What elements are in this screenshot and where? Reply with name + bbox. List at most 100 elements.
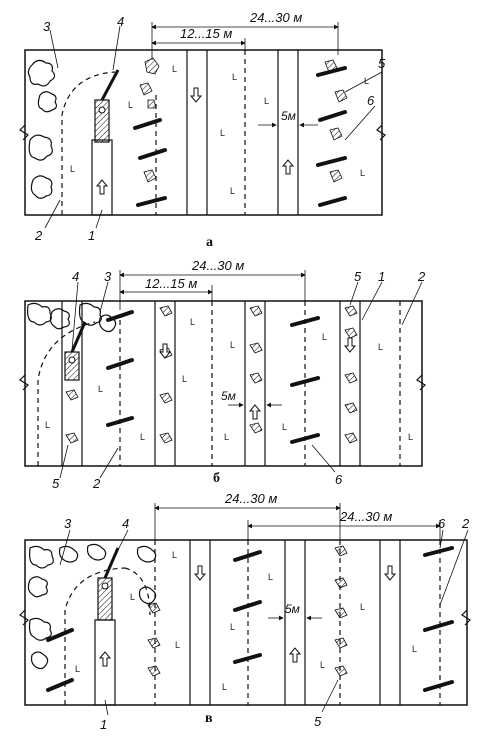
conveyor-drift xyxy=(91,139,113,216)
panel-a-caption: а xyxy=(206,235,213,250)
svg-text:L: L xyxy=(360,602,365,612)
svg-text:4: 4 xyxy=(122,516,129,531)
dim-label: 12...15 м xyxy=(145,276,197,291)
collapsed-rock xyxy=(27,59,58,199)
svg-text:L: L xyxy=(172,64,177,74)
flow-down-arrow-icon xyxy=(189,87,203,103)
dimensions: 24...30 м 12...15 м 5м xyxy=(151,10,339,128)
svg-text:6: 6 xyxy=(367,93,375,108)
dim-label: 24...30 м xyxy=(249,10,302,25)
svg-text:L: L xyxy=(320,660,325,670)
svg-text:L: L xyxy=(230,340,235,350)
svg-text:3: 3 xyxy=(43,19,51,34)
dim-label: 5м xyxy=(281,109,296,123)
break-mark xyxy=(376,124,386,141)
svg-text:6: 6 xyxy=(438,516,446,531)
svg-text:2: 2 xyxy=(34,228,43,243)
dimensions: 24...30 м 24...30 м 5м xyxy=(154,491,441,621)
svg-text:L: L xyxy=(182,374,187,384)
svg-text:3: 3 xyxy=(64,516,72,531)
mining-machine xyxy=(94,69,120,143)
panel-a: L L L L L L L L L 24...30 м 12...15 м 5м xyxy=(19,10,386,250)
svg-text:1: 1 xyxy=(378,269,385,284)
support-props xyxy=(106,310,320,444)
panel-c-frame xyxy=(24,539,468,706)
svg-text:1: 1 xyxy=(88,228,95,243)
support-props xyxy=(46,546,454,692)
support-props xyxy=(133,66,347,207)
panel-c: L L L L L L L L L L 24...30 м 24...30 м … xyxy=(19,491,471,732)
svg-text:5: 5 xyxy=(354,269,362,284)
break-mark xyxy=(416,374,426,391)
svg-text:6: 6 xyxy=(335,472,343,487)
flow-down-arrow-icon xyxy=(158,343,172,359)
svg-text:L: L xyxy=(264,96,269,106)
svg-text:5: 5 xyxy=(52,476,60,491)
callouts: 4 3 5 1 2 5 2 6 xyxy=(52,269,426,491)
svg-text:L: L xyxy=(268,572,273,582)
dim-label: 5м xyxy=(285,602,300,616)
blasted-ore xyxy=(147,545,348,677)
svg-text:L: L xyxy=(98,384,103,394)
break-mark xyxy=(19,609,29,626)
svg-text:L: L xyxy=(232,72,237,82)
svg-text:L: L xyxy=(220,128,225,138)
callouts: 3 4 6 2 1 5 xyxy=(59,516,470,732)
svg-text:L: L xyxy=(408,432,413,442)
panel-a-frame xyxy=(24,49,383,216)
dim-label: 12...15 м xyxy=(180,26,232,41)
svg-text:L: L xyxy=(172,550,177,560)
callouts: 3 4 5 6 2 1 xyxy=(34,14,386,243)
dim-label: 24...30 м xyxy=(224,491,277,506)
panel-b: L L L L L L L L L L L 24...30 м 12...15 … xyxy=(19,258,426,491)
flow-down-arrow-icon xyxy=(383,565,397,581)
svg-text:L: L xyxy=(364,76,369,86)
svg-text:L: L xyxy=(322,332,327,342)
dim-label: 24...30 м xyxy=(339,509,392,524)
flow-down-arrow-icon xyxy=(343,337,357,353)
flow-up-arrow-icon xyxy=(281,159,295,175)
svg-text:4: 4 xyxy=(117,14,124,29)
svg-text:L: L xyxy=(75,664,80,674)
blasted-ore xyxy=(139,57,348,183)
svg-text:L: L xyxy=(130,592,135,602)
svg-text:1: 1 xyxy=(100,717,107,732)
flow-up-arrow-icon xyxy=(248,404,262,420)
svg-text:5: 5 xyxy=(314,714,322,729)
collapsed-rock xyxy=(27,543,157,670)
dim-label: 24...30 м xyxy=(191,258,244,273)
ore-marks: L L L L L L L L L L L xyxy=(45,317,413,442)
dimensions: 24...30 м 12...15 м 5м xyxy=(119,258,306,408)
svg-text:3: 3 xyxy=(104,269,112,284)
svg-text:L: L xyxy=(175,640,180,650)
boundary-line xyxy=(61,71,116,215)
flow-down-arrow-icon xyxy=(193,565,207,581)
svg-text:L: L xyxy=(128,100,133,110)
svg-text:L: L xyxy=(412,644,417,654)
break-mark xyxy=(19,124,29,141)
collapsed-rock xyxy=(27,302,117,333)
flow-up-arrow-icon xyxy=(288,647,302,663)
svg-text:L: L xyxy=(224,432,229,442)
svg-text:L: L xyxy=(282,422,287,432)
svg-text:4: 4 xyxy=(72,269,79,284)
svg-text:L: L xyxy=(190,317,195,327)
svg-text:L: L xyxy=(378,342,383,352)
panel-c-caption: в xyxy=(205,711,213,726)
svg-text:2: 2 xyxy=(417,269,426,284)
svg-text:5: 5 xyxy=(378,56,386,71)
svg-text:2: 2 xyxy=(92,476,101,491)
ore-marks: L L L L L L L L L xyxy=(70,64,369,196)
dim-label: 5м xyxy=(221,389,236,403)
svg-text:L: L xyxy=(230,186,235,196)
break-mark xyxy=(461,609,471,626)
panel-b-caption: б xyxy=(213,471,220,486)
svg-text:L: L xyxy=(140,432,145,442)
break-mark xyxy=(19,374,29,391)
svg-text:2: 2 xyxy=(461,516,470,531)
ore-marks: L L L L L L L L L L xyxy=(75,550,417,692)
mining-machine xyxy=(97,547,120,621)
blasted-ore xyxy=(65,305,358,444)
svg-text:L: L xyxy=(45,420,50,430)
